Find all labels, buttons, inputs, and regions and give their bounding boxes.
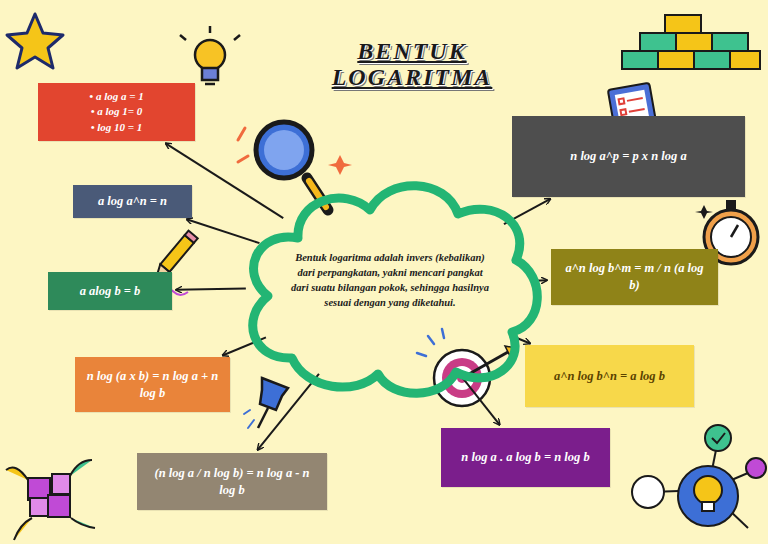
node-text: • log 10 = 1 xyxy=(91,120,143,135)
formula-box: a log a^n = n xyxy=(73,185,192,218)
puzzle-hands-icon xyxy=(6,460,95,540)
node-text: a alog b = b xyxy=(80,283,141,300)
formula-box: a^n log b^m = m / n (a log b) xyxy=(551,249,718,305)
arrow-connector xyxy=(187,219,260,243)
arrow-connector xyxy=(176,289,246,290)
node-text: • a log 1= 0 xyxy=(91,104,143,119)
star-icon xyxy=(7,14,63,68)
node-text: Bentuk logaritma adalah invers (kebalika… xyxy=(288,250,492,311)
bricks-icon xyxy=(622,15,760,69)
formula-box: a alog b = b xyxy=(48,272,172,310)
node-text: a^n log b^m = m / n (a log b) xyxy=(561,260,708,294)
node-text: (n log a / n log b) = n log a - n log b xyxy=(147,465,317,499)
formula-box: a^n log b^n = a log b xyxy=(525,345,694,407)
cloud-node: Bentuk logaritma adalah invers (kebalika… xyxy=(232,168,548,404)
node-text: n log (a x b) = n log a + n log b xyxy=(85,368,220,402)
diagram-title: BENTUK LOGARITMA xyxy=(292,38,532,91)
bulb-icon xyxy=(180,26,240,84)
idea-network-icon xyxy=(632,425,766,528)
node-text: n log a^p = p x n log a xyxy=(570,148,686,165)
arrow-connector xyxy=(258,374,319,450)
formula-box: n log a^p = p x n log a xyxy=(512,116,745,197)
node-text: n log a . a log b = n log b xyxy=(461,449,589,466)
node-text: • a log a = 1 xyxy=(89,89,143,104)
formula-box: n log a . a log b = n log b xyxy=(441,428,610,487)
formula-box: n log (a x b) = n log a + n log b xyxy=(75,357,230,412)
formula-box: (n log a / n log b) = n log a - n log b xyxy=(137,453,327,510)
node-text: a^n log b^n = a log b xyxy=(554,368,665,385)
formula-box: • a log a = 1• a log 1= 0• log 10 = 1 xyxy=(38,83,195,141)
node-text: a log a^n = n xyxy=(98,193,167,210)
